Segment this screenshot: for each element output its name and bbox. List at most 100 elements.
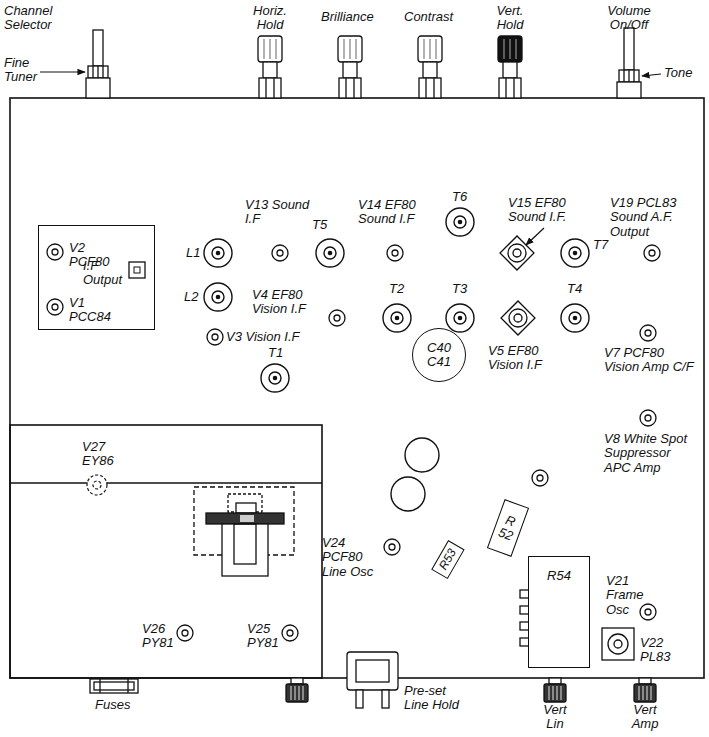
valve-holder	[384, 539, 400, 555]
part-label: T6	[452, 190, 467, 204]
line-output-transformer	[206, 513, 284, 524]
part-label: T4	[567, 282, 582, 296]
fuse-holder	[90, 679, 138, 693]
part-label: R53	[437, 547, 459, 573]
coil-can	[446, 208, 474, 236]
valve-holder	[387, 245, 403, 261]
control-shaft	[617, 82, 641, 98]
output-valve-holder	[602, 628, 634, 660]
control-knob	[338, 36, 362, 98]
preset-control	[347, 652, 398, 690]
resistor-box: R54	[528, 556, 590, 668]
part-label: T2	[389, 282, 404, 296]
rear-knob	[544, 678, 566, 702]
part-label: Volume On/Off	[589, 4, 669, 33]
leader-line	[526, 228, 544, 245]
control-shaft	[93, 66, 103, 78]
preset-control	[382, 690, 389, 708]
fuse-holder	[100, 679, 128, 693]
part-label: T1	[268, 346, 283, 360]
part-label: V3 Vision I.F	[226, 330, 299, 344]
chassis-outline	[10, 425, 322, 678]
rear-knob	[286, 678, 308, 702]
control-shaft	[86, 28, 641, 98]
part-label: Pre-set Line Hold	[404, 684, 466, 713]
part-label: T7	[593, 238, 608, 252]
output-valve-holder	[614, 640, 622, 648]
part-label: Brilliance	[321, 10, 374, 24]
preset-control	[356, 660, 389, 682]
preset-control	[356, 690, 363, 708]
eht-rectifier-holder	[93, 481, 101, 489]
part-label: V13 Sound I.F	[245, 198, 315, 227]
output-valve-holder	[608, 634, 628, 654]
part-label: Fuses	[95, 698, 130, 712]
coil-can	[204, 239, 232, 267]
part-label: V15 EF80 Sound I.F.	[508, 196, 578, 225]
valve-holder	[272, 245, 288, 261]
part-label: V26 PY81	[142, 622, 178, 651]
chassis-outline	[10, 482, 322, 484]
part-label: Vert Lin	[537, 703, 573, 732]
valve-holder	[644, 245, 660, 261]
part-label: Vert. Hold	[485, 4, 535, 33]
control-shaft	[619, 70, 639, 82]
part-label: L1	[186, 246, 200, 260]
leader-line	[40, 71, 85, 72]
control-shaft	[93, 30, 103, 66]
part-label: C40 C41	[424, 341, 454, 370]
part-label: T3	[452, 282, 467, 296]
tuner-valve-holder	[129, 262, 145, 278]
part-label: V27 EY86	[82, 440, 122, 469]
coil-can	[204, 208, 589, 392]
part-label: I.F Output	[83, 259, 129, 288]
part-label: V5 EF80 Vision I.F	[488, 344, 568, 373]
tuner-valve-holder	[47, 299, 63, 315]
capacitor-can	[405, 438, 439, 472]
part-label: V14 EF80 Sound I.F	[358, 198, 428, 227]
output-valve-holder	[602, 628, 634, 660]
part-label: R 52	[495, 511, 522, 544]
coil-can	[261, 364, 289, 392]
resistor-box: R 52	[487, 499, 529, 557]
fuse-holder	[90, 679, 138, 693]
control-shaft	[624, 28, 634, 70]
line-output-transformer	[240, 515, 254, 522]
part-label: Channel Selector	[4, 4, 76, 33]
resistor-box: R53	[431, 540, 465, 579]
chassis-outline	[10, 98, 704, 678]
part-label: V1 PCC84	[69, 296, 115, 325]
part-label: V8 White Spot Suppressor APC Amp	[604, 432, 694, 475]
line-output-transformer	[234, 524, 256, 564]
control-knob	[258, 36, 522, 98]
part-label: V24 PCF80 Line Osc	[322, 536, 384, 579]
tuner-valve-holder	[47, 244, 63, 260]
valve-holder	[500, 236, 534, 270]
coil-can	[316, 239, 344, 267]
control-shaft	[88, 66, 108, 78]
preset-control	[347, 652, 398, 708]
tuner-unit: V2 PCF80I.F OutputV1 PCC84	[38, 225, 155, 330]
part-label: V19 PCL83 Sound A.F. Output	[610, 196, 690, 239]
part-label: V22 PL83	[640, 636, 680, 665]
coil-can	[446, 304, 474, 332]
part-label: Contrast	[404, 10, 453, 24]
rear-knob	[286, 678, 656, 702]
coil-can	[204, 283, 232, 311]
control-shaft	[624, 70, 634, 82]
control-knob	[498, 36, 522, 98]
coil-can	[383, 304, 411, 332]
capacitor-can	[391, 438, 439, 511]
eht-rectifier-holder	[87, 475, 107, 495]
leader-line	[40, 72, 661, 245]
control-shaft	[86, 78, 110, 98]
part-label: V25 PY81	[247, 622, 283, 651]
valve-holder	[282, 625, 298, 641]
control-knob	[258, 36, 282, 98]
part-label: Fine Tuner	[4, 56, 44, 85]
capacitor-can	[391, 477, 425, 511]
control-knob	[418, 36, 442, 98]
capacitor-circle: C40 C41	[412, 328, 466, 382]
part-label: V7 PCF80 Vision Amp C/F	[604, 346, 696, 375]
